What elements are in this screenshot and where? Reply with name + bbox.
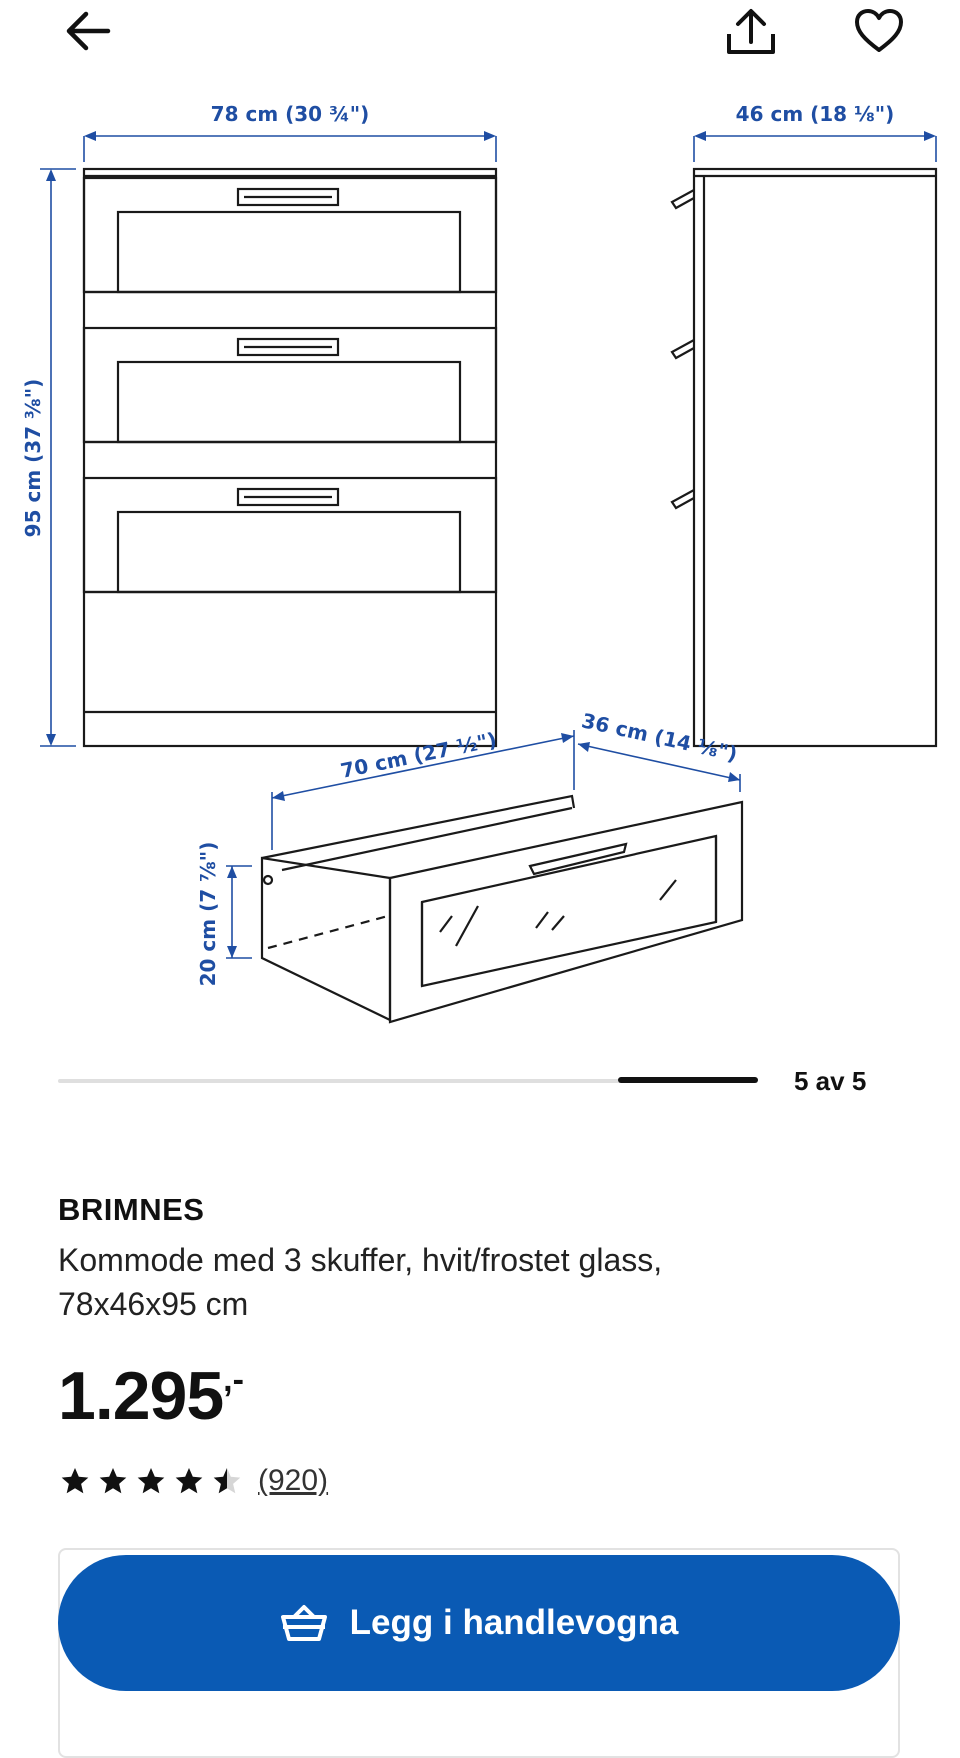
back-button[interactable] [60, 6, 114, 56]
add-to-cart-label: Legg i handlevogna [349, 1603, 679, 1642]
review-count-link[interactable]: (920) [258, 1464, 329, 1497]
chest-front-view [82, 167, 498, 748]
price-suffix: ,- [223, 1361, 244, 1399]
rating-stars [58, 1466, 244, 1496]
progress-track [58, 1079, 758, 1083]
gallery-progress-bar[interactable] [58, 1075, 758, 1087]
product-info: BRIMNES Kommode med 3 skuffer, hvit/fros… [58, 1192, 898, 1498]
price-value: 1.295 [58, 1358, 224, 1434]
share-button[interactable] [722, 6, 780, 58]
product-description: Kommode med 3 skuffer, hvit/frostet glas… [58, 1238, 898, 1326]
favorite-button[interactable] [852, 6, 906, 56]
arrow-left-icon [66, 11, 111, 51]
add-to-cart-button[interactable]: Legg i handlevogna [58, 1555, 900, 1691]
star-icon [137, 1468, 165, 1494]
product-brand: BRIMNES [58, 1192, 205, 1227]
star-icon [213, 1468, 241, 1494]
description-line-2: 78x46x95 cm [58, 1286, 249, 1322]
star-icon [61, 1468, 89, 1494]
drawer-width-label: 70 cm (27 ½") [338, 727, 498, 782]
product-rating: (920) [58, 1464, 898, 1498]
share-upload-icon [727, 9, 775, 54]
dimension-drawing: 78 cm (30 ¾") 46 cm (18 ⅛") 95 cm (37 ⅜"… [21, 102, 938, 1024]
star-icon [175, 1468, 203, 1494]
chest-side-view [670, 167, 938, 748]
chest-depth-label: 46 cm (18 ⅛") [736, 102, 895, 126]
description-line-1: Kommode med 3 skuffer, hvit/frostet glas… [58, 1242, 663, 1278]
drawer-isometric-view [260, 794, 744, 1024]
product-price: 1.295,- [58, 1342, 898, 1434]
shopping-basket-icon [280, 1605, 327, 1641]
drawer-height-label: 20 cm (7 ⅞") [196, 842, 220, 987]
drawer-depth-label: 36 cm (14 ⅛") [579, 708, 739, 766]
star-icon [99, 1468, 127, 1494]
heart-outline-icon [855, 9, 903, 52]
progress-indicator [618, 1077, 758, 1083]
top-bar [0, 0, 960, 70]
chest-height-label: 95 cm (37 ⅜") [21, 379, 45, 538]
chest-width-label: 78 cm (30 ¾") [211, 102, 370, 126]
gallery-counter: 5 av 5 [794, 1066, 867, 1096]
